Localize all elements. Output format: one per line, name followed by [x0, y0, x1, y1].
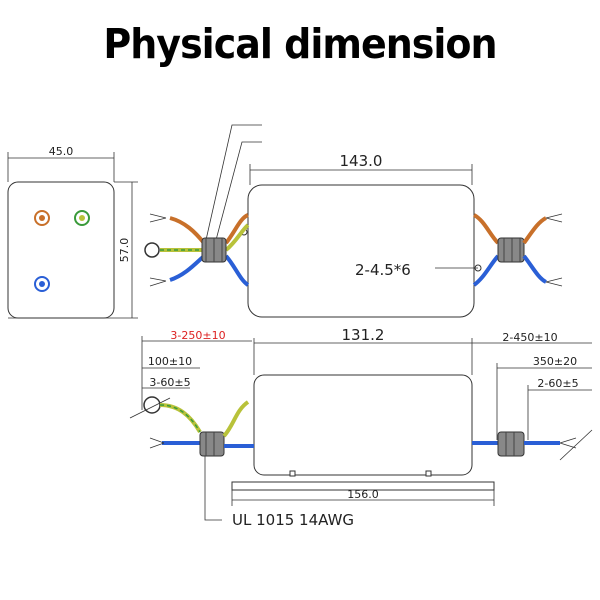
lead-right-total-label: 2-450±10: [502, 331, 557, 344]
front-view-body: [253, 374, 473, 476]
mounting-flange: [231, 481, 495, 491]
front-right-ferrite: [497, 431, 525, 457]
page-title: Physical dimension: [103, 20, 497, 68]
lead-right-end-label: 2-60±5: [537, 377, 578, 390]
front-left-ferrite: [199, 431, 225, 457]
flange-length-label: 156.0: [347, 488, 379, 501]
side-view-body: [7, 181, 115, 319]
top-view: 143.0 2-4.5*6: [144, 124, 563, 318]
top-view-body: [247, 184, 475, 318]
front-view: 3-250±10 100±10 3-60±5 131.2 2-450±10 35…: [129, 326, 593, 529]
mount-holes-label: 2-4.5*6: [355, 261, 411, 279]
top-length-label: 143.0: [340, 152, 383, 170]
lead-left-total-label: 3-250±10: [170, 329, 225, 342]
wire-spec-label: UL 1015 14AWG: [232, 511, 354, 529]
side-height-label: 57.0: [118, 238, 131, 263]
lead-left-strip2-label: 3-60±5: [149, 376, 190, 389]
side-width-label: 45.0: [49, 145, 74, 158]
side-view: 45.0 57.0: [7, 145, 138, 319]
body-length-label: 131.2: [342, 326, 385, 344]
lead-left-strip1-label: 100±10: [148, 355, 192, 368]
lead-right-mid-label: 350±20: [533, 355, 577, 368]
